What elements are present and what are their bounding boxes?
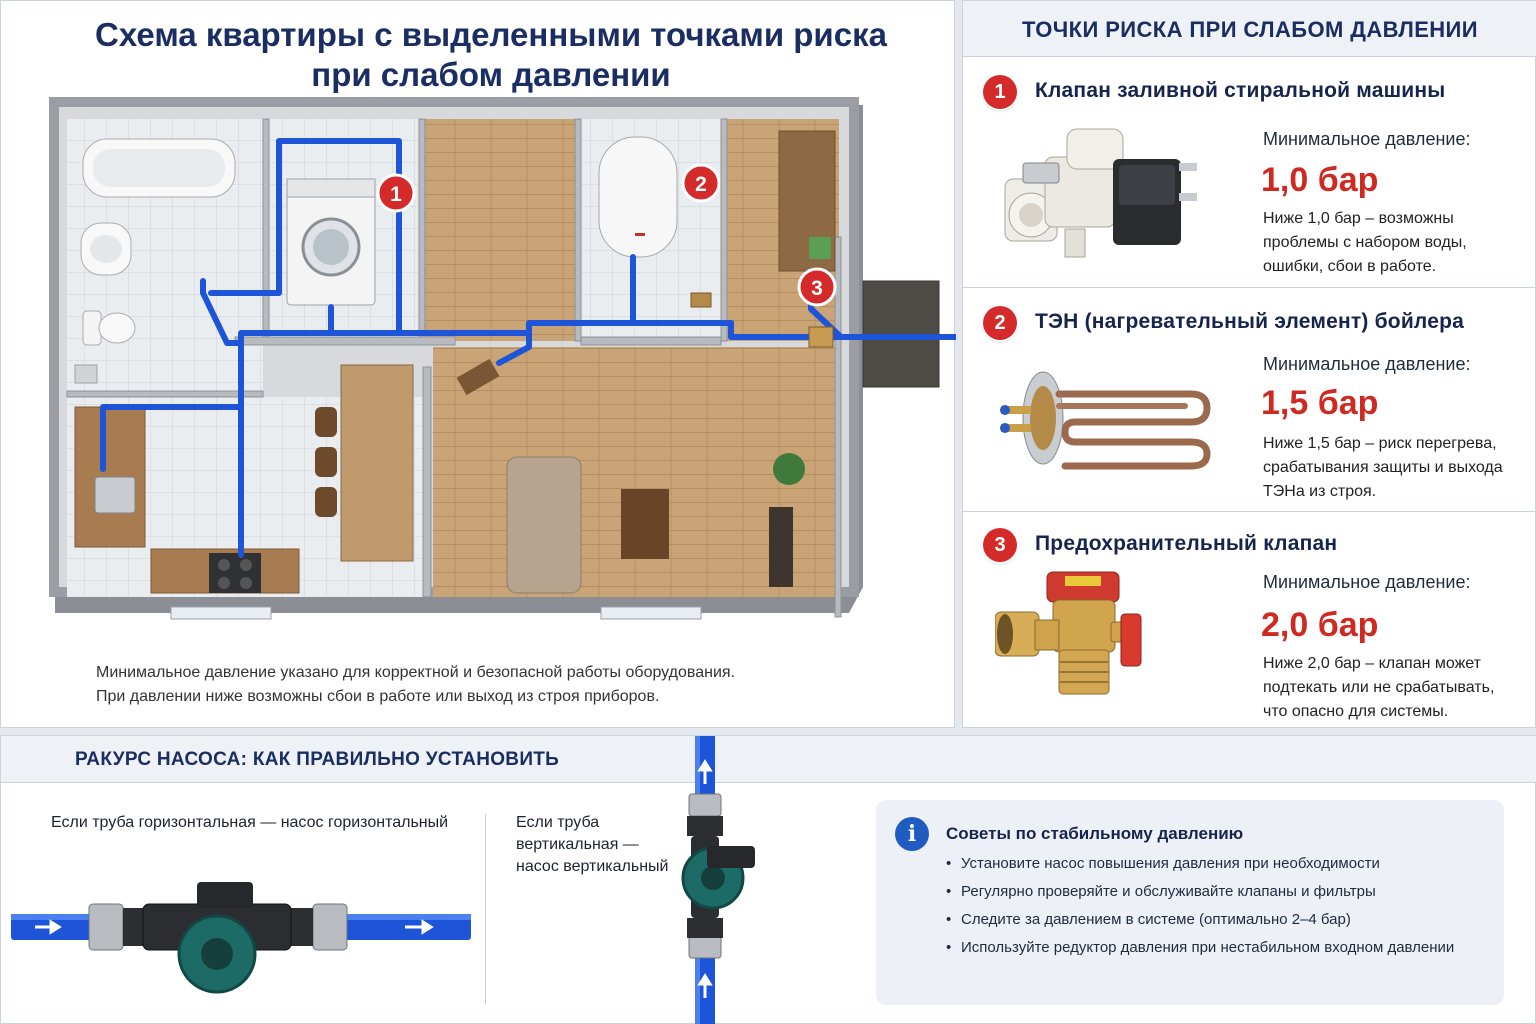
pump-panel-title: РАКУРС НАСОСА: КАК ПРАВИЛЬНО УСТАНОВИТЬ (75, 749, 560, 770)
tip-item: Регулярно проверяйте и обслуживайте клап… (946, 880, 1486, 903)
tip-item: Используйте редуктор давления при нестаб… (946, 936, 1486, 959)
info-icon: i (895, 817, 929, 851)
min-pressure-label-1: Минимальное давление: (1263, 129, 1471, 149)
window-kitchen (170, 606, 272, 620)
risk-item-washer-valve: 1 Клапан заливной стиральной машины Мини… (963, 57, 1536, 287)
page-title-line-1: Схема квартиры с выделенными точками рис… (95, 16, 887, 53)
horizontal-pump-label: Если труба горизонтальная — насос горизо… (51, 814, 449, 831)
stove (209, 553, 261, 593)
footnote: Минимальное давление указано для коррект… (96, 661, 916, 709)
solenoid-valve-image (1004, 128, 1197, 258)
risk-marker-2: 2 (681, 163, 721, 203)
pump-orientation-panel: РАКУРС НАСОСА: КАК ПРАВИЛЬНО УСТАНОВИТЬ … (0, 735, 1536, 1024)
interior-walls (66, 118, 842, 618)
heating-element-image (1000, 371, 1211, 470)
risk-title-1: Клапан заливной стиральной машины (1035, 79, 1446, 102)
min-pressure-label-2: Минимальное давление: (1263, 354, 1471, 374)
risk-description-2: Ниже 1,5 бар – риск перегрева, срабатыва… (1263, 435, 1503, 500)
risk-title-3: Предохранительный клапан (1035, 532, 1338, 555)
risk-description-1: Ниже 1,0 бар – возможны проблемы с набор… (1263, 210, 1467, 275)
flow-arrow-bottom (697, 973, 713, 998)
pump-panel-header: РАКУРС НАСОСА: КАК ПРАВИЛЬНО УСТАНОВИТЬ (1, 736, 1536, 783)
min-pressure-value-2: 1,5 бар (1261, 384, 1379, 422)
page-title-line-2: при слабом давлении (311, 56, 671, 93)
risk-badge-3: 3 (983, 528, 1017, 562)
risk-description-3: Ниже 2,0 бар – клапан может подтекать ил… (1263, 655, 1495, 720)
flow-arrow-top (697, 759, 713, 784)
tip-item: Следите за давлением в системе (оптималь… (946, 908, 1486, 931)
footnote-line-2: При давлении ниже возможны сбои в работе… (96, 688, 660, 705)
vertical-pump-label: Если труба вертикальная — насос вертикал… (516, 814, 669, 875)
horizontal-pump-diagram (11, 882, 471, 994)
section-divider (485, 814, 486, 1004)
svg-text:2: 2 (695, 173, 707, 196)
water-pipes (100, 138, 956, 558)
boiler-fittings (690, 292, 712, 308)
risk-points-panel: ТОЧКИ РИСКА ПРИ СЛАБОМ ДАВЛЕНИИ 1 Клапан… (962, 0, 1536, 728)
page-title: Схема квартиры с выделенными точками рис… (41, 15, 941, 95)
vertical-pump-terminal-box (707, 846, 755, 868)
safety-valve-fitting (808, 326, 834, 348)
risk-title-2: ТЭН (нагревательный элемент) бойлера (1035, 310, 1464, 333)
risk-marker-3: 3 (797, 267, 837, 307)
water-heater-boiler (598, 136, 678, 258)
coffee-table (621, 489, 669, 559)
svg-text:3: 3 (811, 277, 823, 300)
footnote-line-1: Минимальное давление указано для коррект… (96, 664, 735, 681)
apartment-floor-plan: 1 2 3 (49, 97, 956, 620)
tips-title: Советы по стабильному давлению (946, 824, 1244, 843)
safety-valve-image (995, 571, 1142, 695)
tips-box: i Советы по стабильному давлению Установ… (876, 800, 1504, 1005)
min-pressure-value-3: 2,0 бар (1261, 606, 1379, 644)
risk-panel-header: ТОЧКИ РИСКА ПРИ СЛАБОМ ДАВЛЕНИИ (963, 1, 1536, 57)
apartment-plan-panel: Схема квартиры с выделенными точками рис… (0, 0, 956, 728)
risk-marker-1: 1 (376, 173, 416, 213)
bedroom-floor (425, 119, 575, 341)
min-pressure-label-3: Минимальное давление: (1263, 572, 1471, 592)
kitchen-sink (94, 476, 136, 514)
pump-terminal-box (197, 882, 253, 908)
dining-table (340, 364, 414, 562)
plant (773, 453, 805, 485)
window-living (600, 606, 702, 620)
risk-badge-1: 1 (983, 75, 1017, 109)
tip-item: Установите насос повышения давления при … (946, 852, 1486, 875)
tv-stand (769, 507, 793, 587)
toilet (82, 310, 102, 346)
sofa (506, 456, 582, 594)
flow-arrows (35, 919, 434, 935)
svg-text:1: 1 (390, 183, 402, 206)
risk-item-heating-element: 2 ТЭН (нагревательный элемент) бойлера М… (963, 287, 1536, 511)
risk-badge-2: 2 (983, 306, 1017, 340)
vertical-pump-diagram (681, 736, 755, 1024)
min-pressure-value-1: 1,0 бар (1261, 161, 1379, 199)
risk-item-safety-valve: 3 Предохранительный клапан Минимальное д… (963, 511, 1536, 729)
tips-list: Установите насос повышения давления при … (946, 852, 1486, 964)
